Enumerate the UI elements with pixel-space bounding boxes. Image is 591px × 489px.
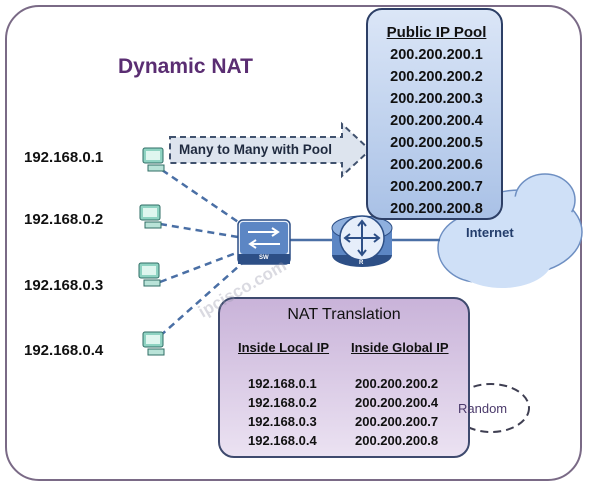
random-label: Random [458, 401, 508, 416]
pool-address: 200.200.200.4 [390, 113, 483, 129]
nat-cell-global: 200.200.200.2 [355, 376, 439, 391]
link-host-3 [159, 248, 245, 284]
outer-frame [5, 5, 582, 481]
link-host-4 [159, 257, 249, 337]
pool-title: Public IP Pool [386, 24, 487, 41]
pool-address: 200.200.200.2 [390, 69, 483, 85]
computer-icon [138, 262, 161, 287]
link-host-1 [161, 168, 248, 230]
link-host-2 [159, 222, 245, 240]
nat-cell-global: 200.200.200.4 [355, 395, 439, 410]
computer-icon [142, 147, 165, 172]
pool-address: 200.200.200.5 [390, 135, 483, 151]
computer-icon [139, 204, 162, 229]
pool-address: 200.200.200.6 [390, 157, 483, 173]
host-label-1: 192.168.0.1 [24, 149, 104, 166]
nat-cell-global: 200.200.200.7 [355, 414, 439, 429]
switch-icon [237, 219, 291, 265]
host-computers [138, 147, 165, 356]
router-label: R [359, 260, 364, 266]
host-label-3: 192.168.0.3 [24, 277, 104, 294]
host-links [159, 168, 249, 337]
switch-label: SW [259, 255, 269, 261]
nat-cell-local: 192.168.0.3 [248, 414, 317, 429]
router-icon [331, 215, 393, 267]
nat-cell-local: 192.168.0.4 [248, 433, 317, 448]
pool-address: 200.200.200.8 [390, 201, 483, 217]
pool-address: 200.200.200.7 [390, 179, 483, 195]
internet-label: Internet [466, 225, 514, 240]
pool-address: 200.200.200.3 [390, 91, 483, 107]
nat-title: NAT Translation [287, 306, 401, 323]
diagram-title: Dynamic NAT [118, 55, 253, 78]
nat-cell-global: 200.200.200.8 [355, 433, 439, 448]
nat-translation-table: NAT Translation Inside Local IP Inside G… [218, 297, 470, 458]
col-header-inside-local: Inside Local IP [238, 340, 330, 355]
public-ip-pool: Public IP Pool 200.200.200.1 200.200.200… [366, 8, 503, 220]
pool-address: 200.200.200.1 [390, 47, 483, 63]
nat-cell-local: 192.168.0.1 [248, 376, 317, 391]
many-to-many-arrow [169, 121, 372, 179]
host-label-4: 192.168.0.4 [24, 342, 104, 359]
host-label-2: 192.168.0.2 [24, 211, 104, 228]
col-header-inside-global: Inside Global IP [351, 340, 449, 355]
nat-cell-local: 192.168.0.2 [248, 395, 317, 410]
computer-icon [142, 331, 165, 356]
arrow-label: Many to Many with Pool [179, 142, 333, 157]
